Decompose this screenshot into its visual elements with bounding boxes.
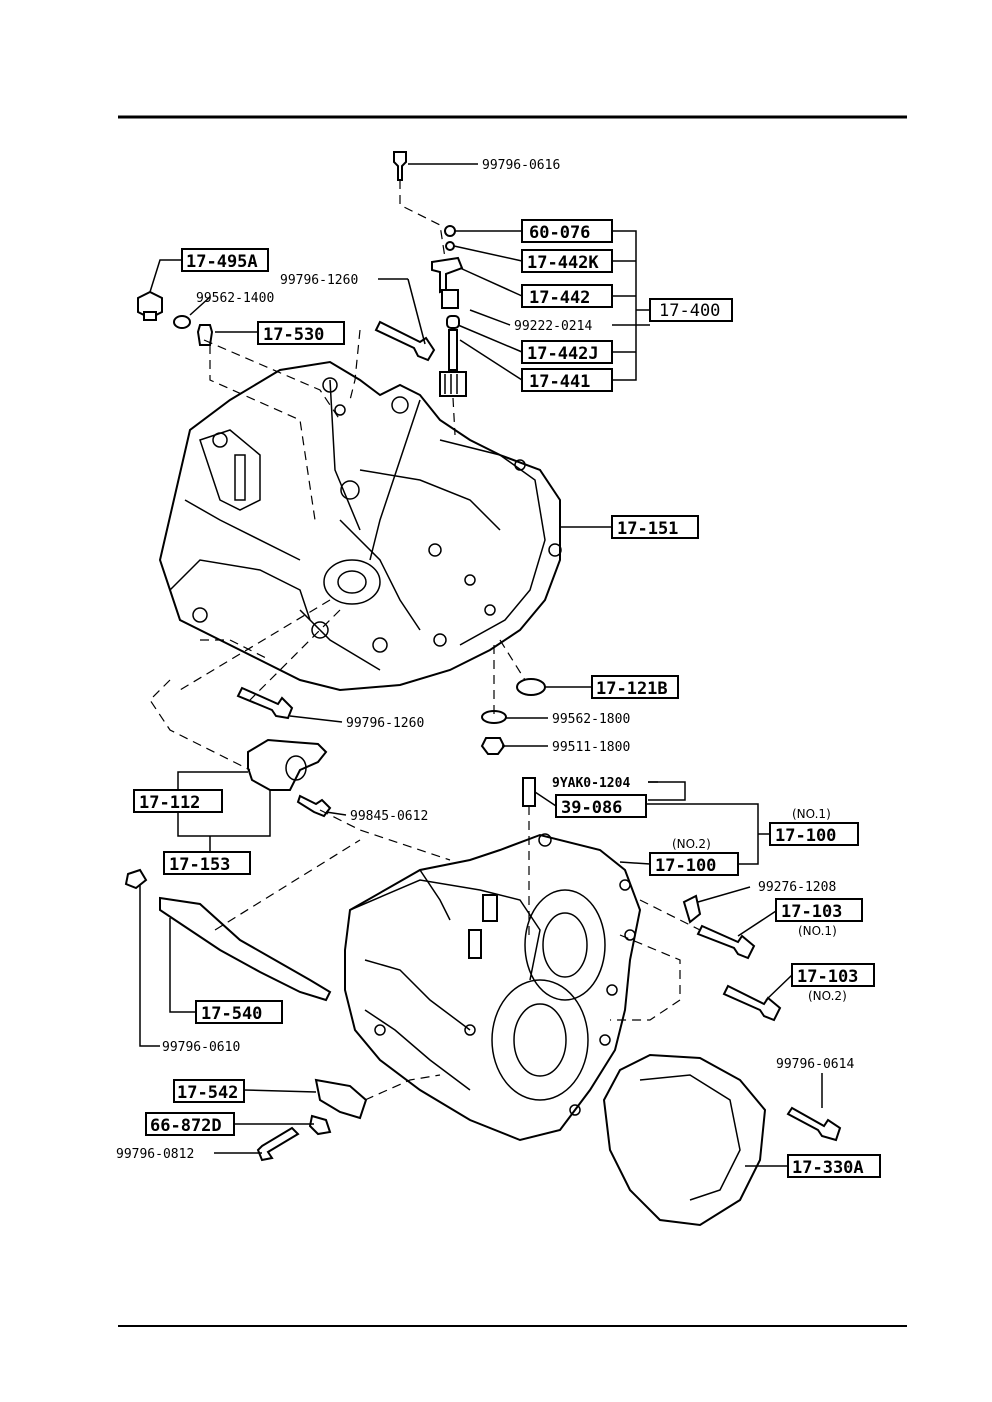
svg-text:17-540: 17-540	[201, 1004, 262, 1024]
label-99796-1260-mid: 99796-1260	[346, 716, 424, 731]
label-99796-0610: 99796-0610	[162, 1040, 240, 1055]
box-66-872D: 66-872D	[145, 1112, 235, 1136]
label-99796-1260-top: 99796-1260	[280, 273, 358, 288]
clutch-housing-drawing	[158, 360, 562, 692]
transaxle-case-drawing	[344, 777, 642, 1142]
clip-99276-1208	[682, 894, 702, 924]
svg-text:17-400: 17-400	[659, 301, 720, 321]
bolt-99796-1260-top	[374, 320, 436, 362]
label-99511-1800: 99511-1800	[552, 740, 630, 755]
bolt-99796-0812	[256, 1126, 300, 1162]
svg-text:17-442K: 17-442K	[527, 253, 599, 273]
box-17-121B: 17-121B	[591, 675, 679, 699]
box-39-086: 39-086	[555, 794, 647, 818]
svg-text:17-121B: 17-121B	[596, 679, 668, 699]
bolt-99796-1260-mid	[236, 686, 294, 720]
svg-text:17-442: 17-442	[529, 288, 590, 308]
stud-9YAK0-1204	[522, 777, 536, 807]
box-17-100-no2: 17-100	[649, 852, 739, 876]
box-17-442: 17-442	[521, 284, 613, 308]
speedometer-parts	[393, 151, 467, 397]
label-99796-0812: 99796-0812	[116, 1147, 194, 1162]
box-17-441: 17-441	[521, 368, 613, 392]
bracket-17-542	[314, 1078, 368, 1120]
bolt-99796-0610	[124, 868, 148, 890]
box-60-076: 60-076	[521, 219, 613, 243]
svg-text:17-153: 17-153	[169, 855, 230, 875]
box-17-542: 17-542	[173, 1079, 245, 1103]
box-17-153: 17-153	[163, 851, 251, 875]
drain-plug	[137, 290, 163, 321]
leader-lines	[139, 163, 823, 1167]
box-17-112: 17-112	[133, 789, 223, 813]
bolt-99796-0614	[786, 1106, 842, 1142]
svg-text:17-103: 17-103	[797, 967, 858, 987]
cover-rib	[639, 1074, 741, 1201]
assembly-lines	[149, 180, 701, 1101]
svg-text:17-530: 17-530	[263, 325, 324, 345]
box-17-442J: 17-442J	[521, 340, 613, 364]
box-17-495A: 17-495A	[181, 248, 269, 272]
label-99222-0214: 99222-0214	[514, 319, 592, 334]
plate-17-540	[159, 896, 332, 1002]
box-17-103-no2: 17-103	[791, 963, 875, 987]
svg-text:17-330A: 17-330A	[792, 1158, 864, 1178]
label-99562-1800: 99562-1800	[552, 712, 630, 727]
box-17-400: 17-400	[649, 298, 733, 322]
box-17-330A: 17-330A	[787, 1154, 881, 1178]
svg-text:39-086: 39-086	[561, 798, 622, 818]
box-17-530: 17-530	[257, 321, 345, 345]
clip-66-872D	[308, 1114, 332, 1136]
bolt-17-103-no2	[722, 984, 782, 1022]
svg-text:17-542: 17-542	[177, 1083, 238, 1103]
svg-text:17-100: 17-100	[655, 856, 716, 876]
cover-17-330A	[602, 1053, 767, 1227]
label-99796-0616: 99796-0616	[482, 158, 560, 173]
note-no2-17-103: (NO.2)	[808, 989, 847, 1003]
bracket-hole	[285, 755, 307, 781]
note-no1-17-103: (NO.1)	[798, 924, 837, 938]
box-17-100-no1: 17-100	[769, 822, 859, 846]
label-99845-0612: 99845-0612	[350, 809, 428, 824]
label-99796-0614: 99796-0614	[776, 1057, 854, 1072]
box-17-151: 17-151	[611, 515, 699, 539]
plug-99511-1800	[480, 737, 506, 755]
note-no1-17-100: (NO.1)	[792, 807, 831, 821]
note-no2-17-100: (NO.2)	[672, 837, 711, 851]
svg-text:17-112: 17-112	[139, 793, 200, 813]
box-17-103-no1: 17-103	[775, 898, 863, 922]
washer-99562-1400	[173, 315, 191, 329]
svg-text:17-441: 17-441	[529, 372, 590, 392]
svg-text:66-872D: 66-872D	[150, 1116, 222, 1136]
svg-text:17-100: 17-100	[775, 826, 836, 846]
label-99276-1208: 99276-1208	[758, 880, 836, 895]
box-17-442K: 17-442K	[521, 249, 613, 273]
label-99562-1400: 99562-1400	[196, 291, 274, 306]
bolt-17-103-no1	[696, 924, 756, 960]
oil-seal-17-121B	[516, 678, 546, 696]
svg-text:17-442J: 17-442J	[527, 344, 599, 364]
svg-text:60-076: 60-076	[529, 223, 590, 243]
svg-text:17-151: 17-151	[617, 519, 678, 539]
box-17-540: 17-540	[195, 1000, 283, 1024]
svg-text:17-495A: 17-495A	[186, 252, 258, 272]
label-9YAK0-1204: 9YAK0-1204	[552, 776, 630, 791]
svg-text:17-103: 17-103	[781, 902, 842, 922]
